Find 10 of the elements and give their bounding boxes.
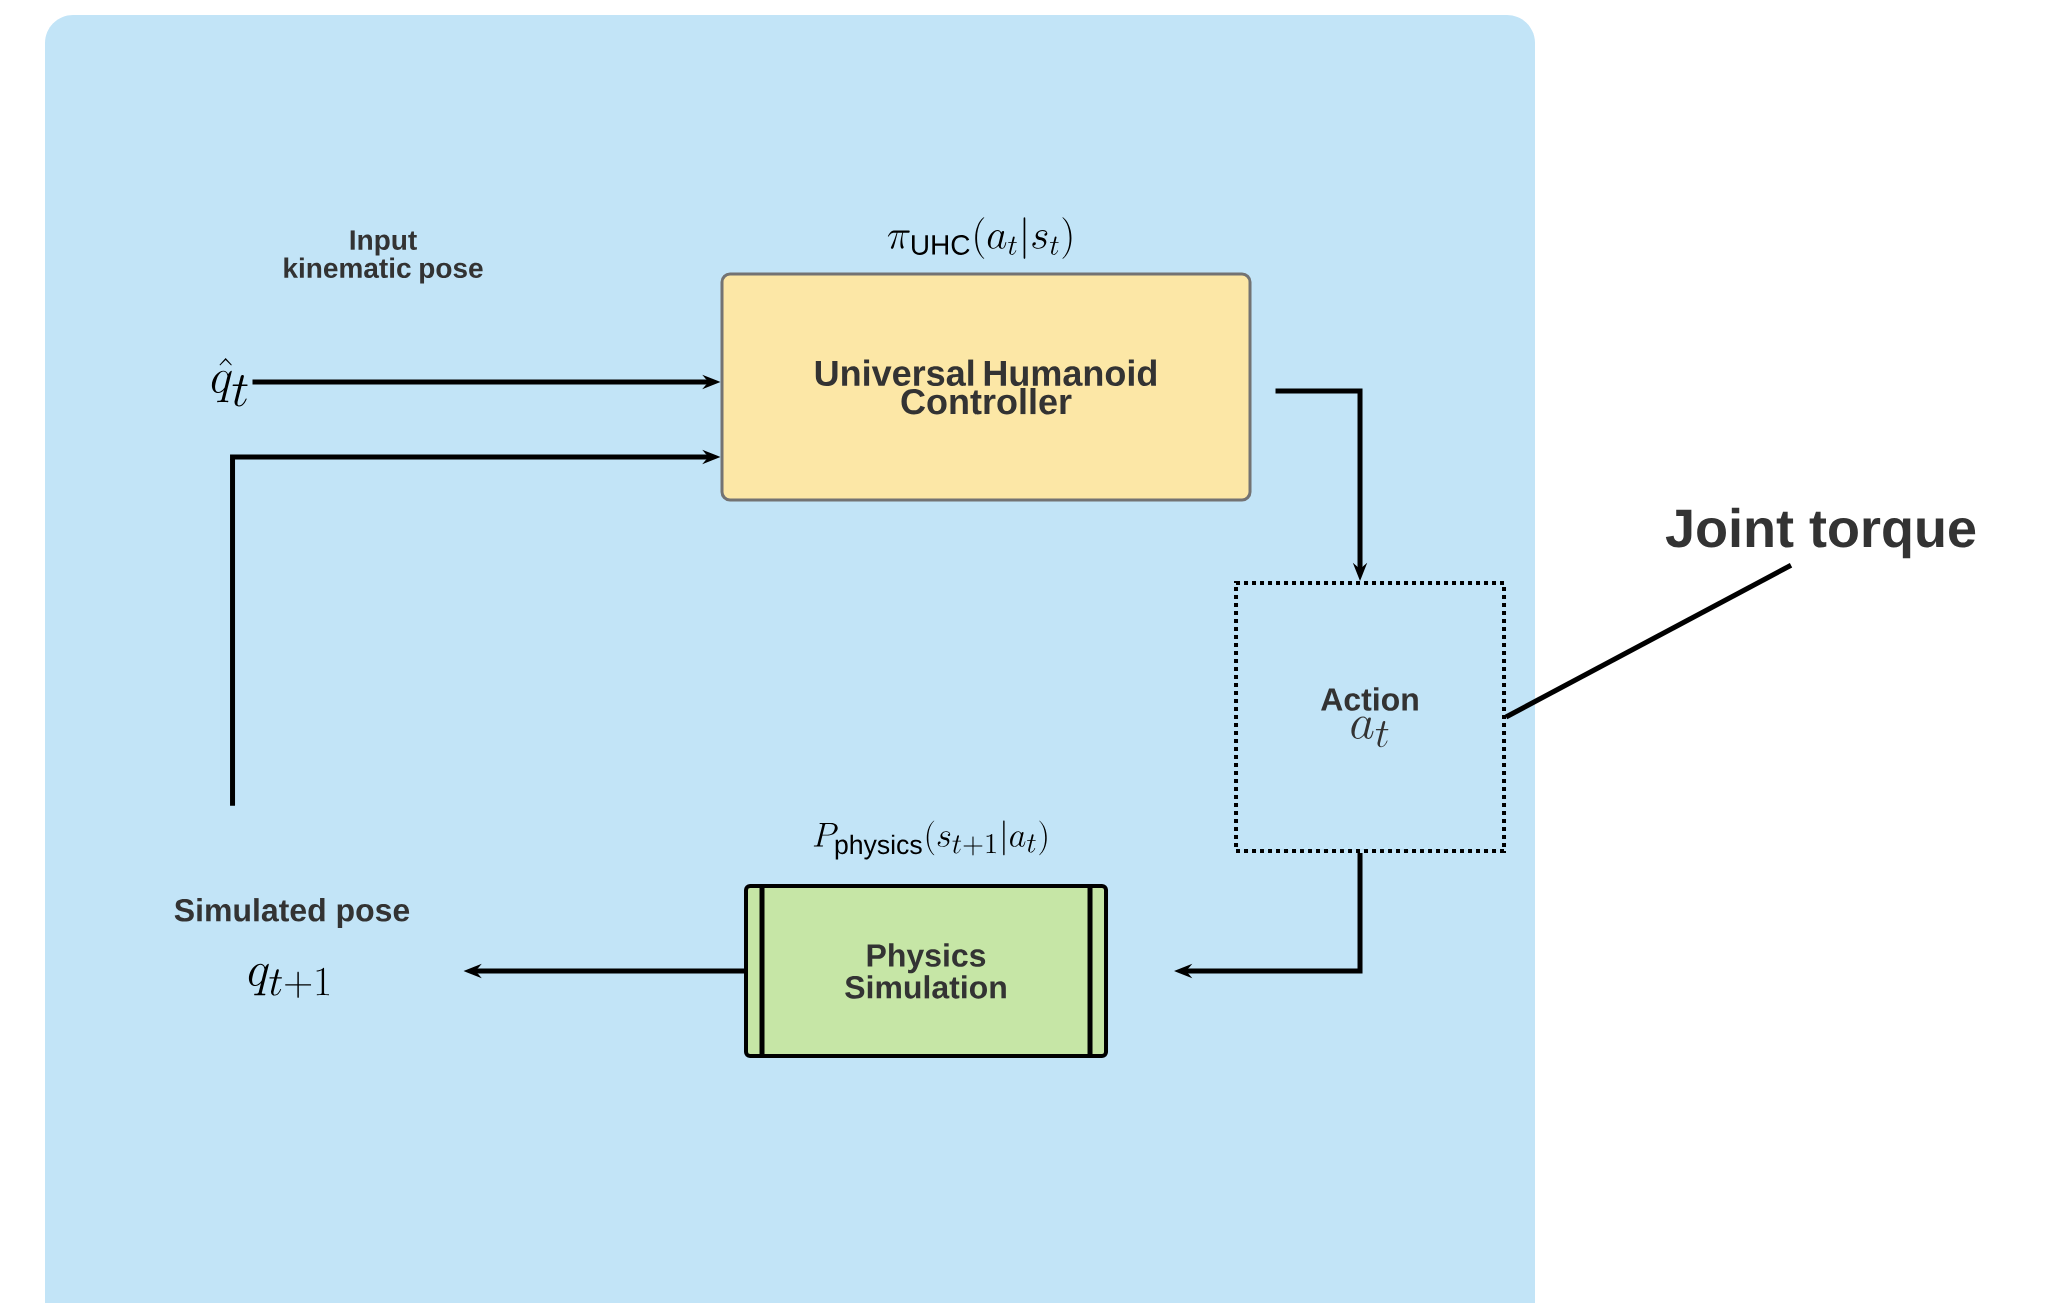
math-label: $\hat{q}_t$ <box>211 358 248 407</box>
simulation-box: Physics Simulation <box>744 884 1108 1058</box>
math-label: $\pi_{\mathrm{UHC}}(a_t|s_t)$ <box>887 217 1072 259</box>
math-label: $P_{\mathrm{physics}}(s_{t+1}|a_t)$ <box>813 820 1047 860</box>
controller-box: Universal Humanoid Controller <box>720 272 1252 502</box>
action-box: Action $a_t$ <box>1234 581 1506 853</box>
math-label: $q_{t+1}$ <box>248 963 329 998</box>
input-label: Input kinematic pose <box>284 230 483 284</box>
output-label: Simulated pose <box>174 898 410 928</box>
callout-label: Joint torque <box>1665 507 1976 559</box>
